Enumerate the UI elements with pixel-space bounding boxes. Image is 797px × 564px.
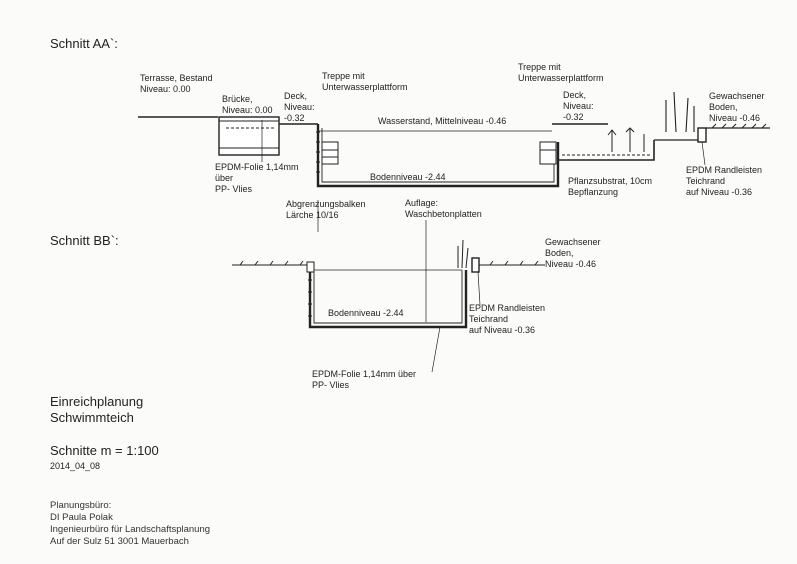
scale-label: Schnitte m = 1:100 — [50, 443, 159, 458]
office-block: Planungsbüro: DI Paula Polak Ingenieurbü… — [50, 500, 210, 548]
gewachsener-bb-line-2: Boden, — [545, 248, 574, 258]
auflage-line-1: Auflage: — [405, 198, 439, 208]
gewachsener-bb-line-1: Gewachsener — [545, 237, 601, 247]
gewachsener-aa-line-1: Gewachsener — [709, 91, 765, 101]
epdm-folie-aa-line-3: PP- Vlies — [215, 184, 253, 194]
treppe-right-label: Treppe mit Unterwasserplattform — [518, 62, 604, 84]
terrasse-line-2: Niveau: 0.00 — [140, 84, 191, 94]
office-company: Ingenieurbüro für Landschaftsplanung — [50, 524, 211, 535]
treppe-right-line-1: Treppe mit — [518, 62, 561, 72]
deck-right-label: Deck, Niveau: -0.32 — [563, 90, 594, 123]
bruecke-line-2: Niveau: 0.00 — [222, 105, 273, 115]
wasserstand-label: Wasserstand, Mittelniveau -0.46 — [378, 116, 507, 126]
terrasse-label: Terrasse, Bestand Niveau: 0.00 — [140, 73, 213, 95]
deck-right-line-2: Niveau: — [563, 101, 594, 111]
deck-left-line-3: -0.32 — [284, 113, 305, 123]
epdm-rand-bb-line-3: auf Niveau -0.36 — [469, 325, 536, 335]
section-aa-drawing — [138, 91, 770, 188]
bruecke-label: Brücke, Niveau: 0.00 — [222, 94, 273, 116]
auflage-label: Auflage: Waschbetonplatten — [405, 198, 482, 220]
epdm-rand-aa-line-2: Teichrand — [686, 176, 726, 186]
section-aa-title: Schnitt AA`: — [50, 36, 118, 51]
gewachsener-aa-label: Gewachsener Boden, Niveau -0.46 — [709, 91, 765, 124]
gewachsener-bb-line-3: Niveau -0.46 — [545, 259, 597, 269]
office-heading: Planungsbüro: — [50, 500, 112, 511]
bodenniveau-bb-label: Bodenniveau -2.44 — [328, 308, 404, 318]
epdm-folie-aa-line-1: EPDM-Folie 1,14mm — [215, 162, 299, 172]
gewachsener-aa-line-2: Boden, — [709, 102, 738, 112]
epdm-folie-bb-label: EPDM-Folie 1,14mm über PP- Vlies — [312, 369, 416, 391]
pflanz-label: Pflanzsubstrat, 10cm Bepflanzung — [568, 176, 652, 198]
auflage-line-2: Waschbetonplatten — [405, 209, 482, 219]
pflanz-line-2: Bepflanzung — [568, 187, 619, 197]
abgrenzung-line-2: Lärche 10/16 — [286, 210, 339, 220]
title-line-2: Schwimmteich — [50, 410, 134, 425]
titleblock: Einreichplanung Schwimmteich — [50, 394, 143, 426]
abgrenzung-line-1: Abgrenzungsbalken — [286, 199, 366, 209]
treppe-left-line-1: Treppe mit — [322, 71, 365, 81]
deck-left-label: Deck, Niveau: -0.32 — [284, 91, 315, 124]
deck-left-line-2: Niveau: — [284, 102, 315, 112]
deck-right-line-3: -0.32 — [563, 112, 584, 122]
gewachsener-bb-label: Gewachsener Boden, Niveau -0.46 — [545, 237, 601, 270]
epdm-rand-bb-label: EPDM Randleisten Teichrand auf Niveau -0… — [469, 303, 545, 336]
section-bb-drawing — [232, 239, 545, 329]
epdm-rand-bb-line-1: EPDM Randleisten — [469, 303, 546, 313]
bruecke-line-1: Brücke, — [222, 94, 253, 104]
epdm-rand-bb-line-2: Teichrand — [469, 314, 509, 324]
section-bb-title: Schnitt BB`: — [50, 233, 119, 248]
title-line-1: Einreichplanung — [50, 394, 144, 409]
date-label: 2014_04_08 — [50, 461, 101, 471]
epdm-folie-aa-label: EPDM-Folie 1,14mm über PP- Vlies — [215, 162, 299, 195]
deck-left-line-1: Deck, — [284, 91, 308, 101]
epdm-rand-aa-line-1: EPDM Randleisten — [686, 165, 763, 175]
treppe-left-label: Treppe mit Unterwasserplattform — [322, 71, 408, 93]
treppe-left-line-2: Unterwasserplattform — [322, 82, 408, 92]
epdm-rand-aa-label: EPDM Randleisten Teichrand auf Niveau -0… — [686, 165, 762, 198]
epdm-folie-bb-line-2: PP- Vlies — [312, 380, 350, 390]
treppe-right-line-2: Unterwasserplattform — [518, 73, 604, 83]
pflanz-line-1: Pflanzsubstrat, 10cm — [568, 176, 653, 186]
epdm-rand-aa-line-3: auf Niveau -0.36 — [686, 187, 753, 197]
bodenniveau-aa-label: Bodenniveau -2.44 — [370, 172, 446, 182]
epdm-folie-aa-line-2: über — [215, 173, 234, 183]
office-address: Auf der Sulz 51 3001 Mauerbach — [50, 536, 189, 547]
terrasse-line-1: Terrasse, Bestand — [140, 73, 213, 83]
abgrenzung-label: Abgrenzungsbalken Lärche 10/16 — [286, 199, 366, 221]
office-name: DI Paula Polak — [50, 512, 113, 523]
deck-right-line-1: Deck, — [563, 90, 587, 100]
gewachsener-aa-line-3: Niveau -0.46 — [709, 113, 761, 123]
epdm-folie-bb-line-1: EPDM-Folie 1,14mm über — [312, 369, 417, 379]
